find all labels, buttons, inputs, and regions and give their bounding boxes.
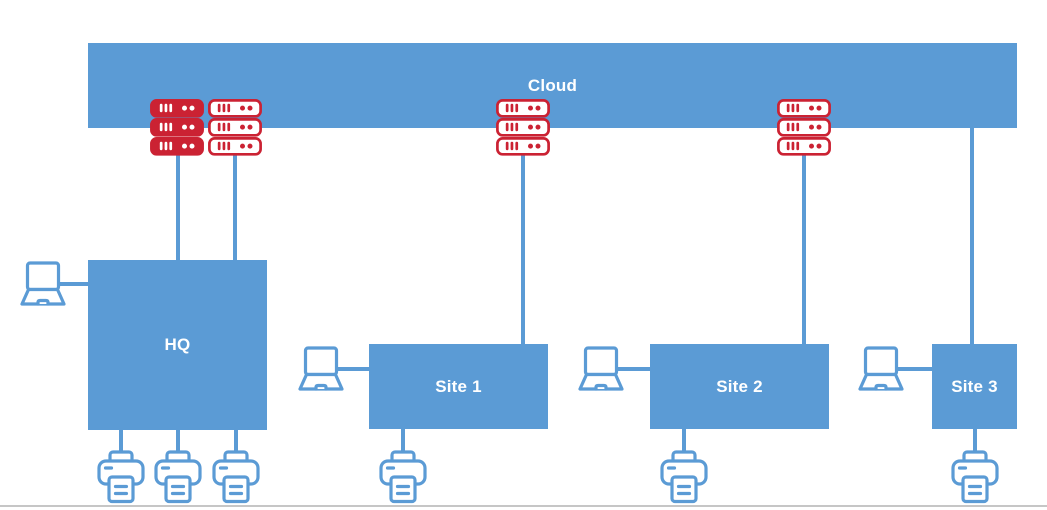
connector-hq-printer-1	[119, 429, 123, 454]
printer-icon-site3[interactable]	[951, 450, 999, 504]
connector-site3-printer	[973, 428, 977, 454]
hq-label: HQ	[164, 335, 191, 354]
site2-node[interactable]: Site 2	[650, 344, 829, 429]
printer-icon-site2[interactable]	[660, 450, 708, 504]
connector-servers-site2	[802, 150, 806, 344]
server-stack-outline-icon-hq[interactable]	[208, 99, 262, 156]
printer-icon-hq-1[interactable]	[97, 450, 145, 504]
connector-servers-site1	[521, 150, 525, 344]
connector-cloud-site3	[970, 127, 974, 344]
page-boundary-line	[0, 505, 1047, 507]
laptop-icon-site3[interactable]	[856, 346, 906, 393]
connector-servers-hq-2	[233, 150, 237, 260]
site3-label: Site 3	[951, 376, 998, 396]
laptop-icon-site1[interactable]	[296, 346, 346, 393]
connector-laptop-site3	[898, 367, 934, 371]
laptop-icon-hq[interactable]	[18, 261, 68, 308]
site3-node[interactable]: Site 3	[932, 344, 1017, 429]
server-stack-outline-icon-site2[interactable]	[777, 99, 831, 156]
site2-label: Site 2	[716, 376, 763, 396]
connector-servers-hq-1	[176, 150, 180, 260]
connector-laptop-site1	[338, 367, 371, 371]
hq-node[interactable]: HQ	[88, 260, 267, 430]
connector-laptop-hq	[58, 282, 90, 286]
connector-laptop-site2	[618, 367, 652, 371]
printer-icon-hq-2[interactable]	[154, 450, 202, 504]
cloud-label: Cloud	[527, 75, 578, 95]
printer-icon-hq-3[interactable]	[212, 450, 260, 504]
connector-hq-printer-2	[176, 429, 180, 454]
laptop-icon-site2[interactable]	[576, 346, 626, 393]
site1-label: Site 1	[435, 376, 482, 396]
printer-icon-site1[interactable]	[379, 450, 427, 504]
server-stack-solid-icon[interactable]	[150, 99, 204, 156]
connector-site1-printer	[401, 428, 405, 454]
connector-hq-printer-3	[234, 429, 238, 454]
connector-site2-printer	[682, 428, 686, 454]
site1-node[interactable]: Site 1	[369, 344, 548, 429]
server-stack-outline-icon-site1[interactable]	[496, 99, 550, 156]
